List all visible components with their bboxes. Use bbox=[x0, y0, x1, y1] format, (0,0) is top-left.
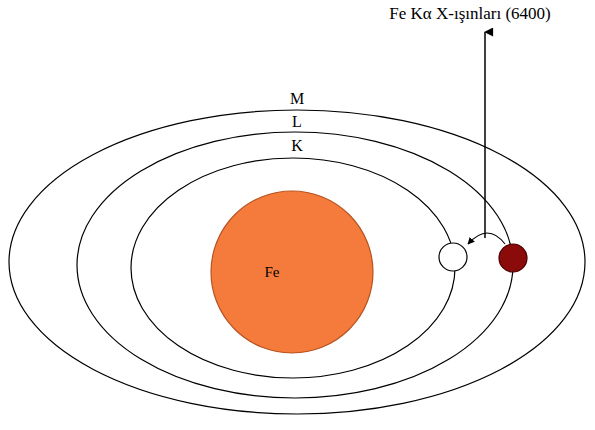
transition-arrow bbox=[468, 233, 505, 244]
shell-label: L bbox=[290, 113, 304, 131]
vacancy-hole bbox=[439, 243, 467, 271]
m-shell bbox=[9, 110, 585, 414]
electron bbox=[499, 244, 527, 272]
nucleus-fill bbox=[211, 191, 373, 353]
xray-label: Fe Kα X-ışınları (6400) bbox=[387, 4, 552, 24]
element-symbol: Fe bbox=[265, 264, 280, 281]
l-shell bbox=[77, 132, 513, 398]
nucleus-circle: Fe bbox=[210, 190, 374, 354]
shell-label: M bbox=[288, 90, 306, 108]
nucleus-outline bbox=[210, 190, 374, 354]
emission-arrow bbox=[484, 32, 486, 238]
shell-label: K bbox=[289, 137, 305, 155]
k-shell bbox=[131, 158, 455, 378]
